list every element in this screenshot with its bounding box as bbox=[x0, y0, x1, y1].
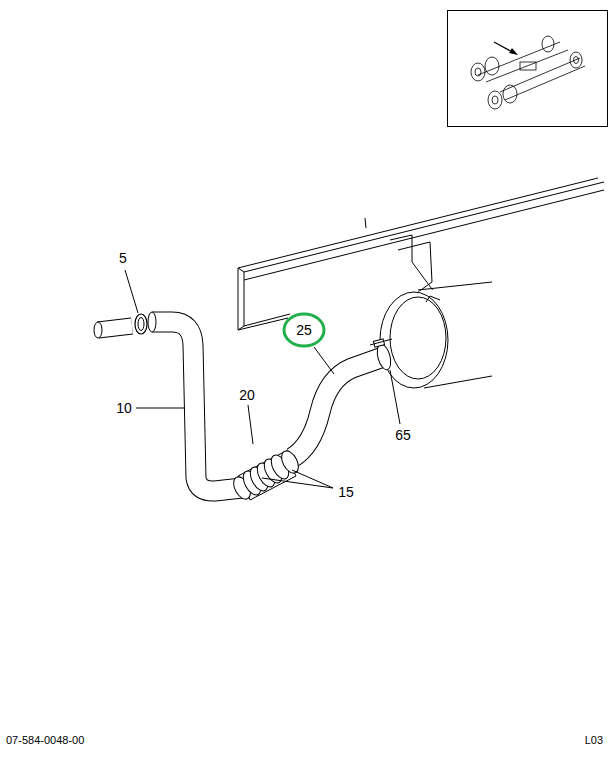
clamp bbox=[370, 339, 393, 371]
drawing-reference: 07-584-0048-00 bbox=[6, 735, 84, 746]
inset-chassis bbox=[471, 36, 585, 109]
callout-number: 20 bbox=[239, 388, 255, 402]
leader-lines bbox=[125, 270, 400, 488]
stub-pipe bbox=[94, 314, 147, 338]
highlight-circle: 25 bbox=[282, 312, 326, 348]
drawing-reference: L03 bbox=[585, 735, 603, 746]
callout-number: 15 bbox=[338, 485, 354, 499]
callout-number: 5 bbox=[119, 251, 127, 265]
muffler bbox=[380, 282, 495, 392]
pipe-10 bbox=[148, 312, 242, 491]
callout-number: 25 bbox=[296, 323, 312, 337]
flex-bellows bbox=[230, 448, 302, 502]
pipe-25 bbox=[292, 356, 386, 458]
callout-number: 10 bbox=[116, 401, 132, 415]
callout-number: 65 bbox=[395, 428, 411, 442]
inset-frame bbox=[448, 11, 608, 127]
